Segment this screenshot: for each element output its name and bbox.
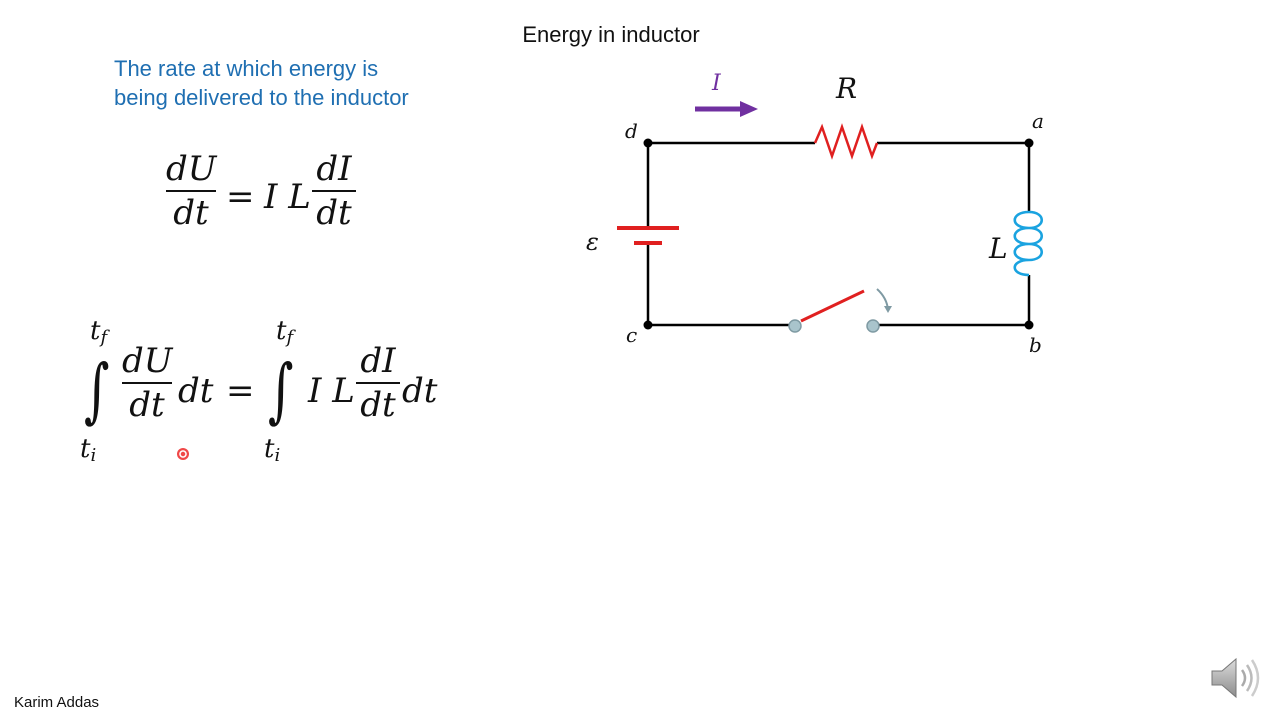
emf-label: ε xyxy=(586,228,599,256)
current-arrow-icon xyxy=(695,101,758,117)
inductor xyxy=(1013,210,1044,277)
eq2-integral-right: ∫ xyxy=(268,349,294,431)
eq2-rhs-denominator: dt xyxy=(360,385,396,425)
eq2-rhs-fraction: dI dt xyxy=(356,344,400,422)
eq2-lhs-dt: dt xyxy=(178,371,214,411)
eq1-lhs-bar xyxy=(166,190,216,192)
resistor xyxy=(813,123,879,160)
eq1-rhs-denominator: dt xyxy=(316,193,352,233)
circuit-wires xyxy=(646,141,1031,327)
switch xyxy=(788,288,892,333)
intro-text: The rate at which energy is being delive… xyxy=(114,54,494,112)
eq2-lhs-bar xyxy=(122,382,172,384)
eq2-upper-limit-right: tf xyxy=(276,316,294,348)
eq1-rhs-fraction: dI dt xyxy=(312,152,356,230)
eq2-lhs-fraction: dU dt xyxy=(122,344,172,422)
eq1-lhs-fraction: dU dt xyxy=(166,152,216,230)
eq2-rhs-bar xyxy=(356,382,400,384)
eq1-lhs-denominator: dt xyxy=(173,193,209,233)
inductor-label: L xyxy=(988,232,1008,265)
battery xyxy=(617,226,679,245)
eq2-lhs-denominator: dt xyxy=(129,385,165,425)
eq2-rhs-numerator: dI xyxy=(360,341,396,381)
resistor-label: R xyxy=(835,72,857,105)
eq2-equals: = xyxy=(226,371,255,411)
eq2-upper-limit-left: tf xyxy=(90,316,108,348)
eq1-rhs-bar xyxy=(312,190,356,192)
speaker-icon[interactable] xyxy=(1210,654,1266,702)
node-a-label: a xyxy=(1032,109,1044,133)
eq2-rhs-dt: dt xyxy=(402,371,438,411)
intro-line-2: being delivered to the inductor xyxy=(114,85,409,110)
intro-line-1: The rate at which energy is xyxy=(114,56,379,81)
current-label: I xyxy=(711,71,722,96)
eq1-lhs-numerator: dU xyxy=(166,149,217,189)
node-d-label: d xyxy=(625,119,638,143)
eq2-lhs-numerator: dU xyxy=(122,341,173,381)
node-b-label: b xyxy=(1029,333,1042,357)
eq1-middle-term: I L xyxy=(264,177,311,217)
eq2-integral-left: ∫ xyxy=(84,349,110,431)
eq2-lower-limit-left: ti xyxy=(80,434,97,466)
eq1-rhs-numerator: dI xyxy=(316,149,352,189)
eq1-equals: = xyxy=(226,177,255,217)
laser-pointer-icon xyxy=(177,448,189,460)
eq2-lower-limit-right: ti xyxy=(264,434,281,466)
slide-title: Energy in inductor xyxy=(522,22,700,47)
circuit-nodes xyxy=(643,138,1034,330)
author-name: Karim Addas xyxy=(14,694,100,711)
eq2-middle-term: I L xyxy=(308,371,355,411)
node-c-label: c xyxy=(626,323,637,347)
